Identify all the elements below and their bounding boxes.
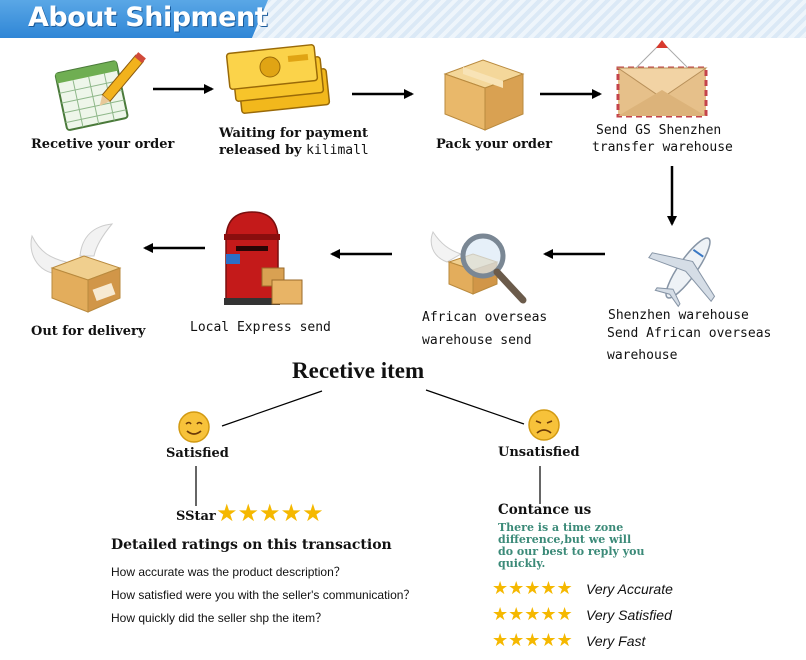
money-icon [225,44,331,114]
winged-box-icon [30,223,122,313]
question-accuracy: How accurate was the product description… [111,565,346,579]
time-zone-note: There is a time zone difference,but we w… [498,521,645,570]
question-shipping: How quickly did the seller shp the item？ [111,611,328,625]
step-local-express-label: Local Express send [190,320,331,335]
question-communication: How satisfied were you with the seller's… [111,588,416,602]
magnifier-box-icon [430,230,527,304]
step-payment-label-1: Waiting for payment [219,126,369,141]
step-shenzhen-label-2: Send African overseas [607,326,772,341]
step-shenzhen-label-3: warehouse [607,348,678,363]
sstar-stars: ★★★★★ [216,499,324,527]
rating-text-fast: Very Fast [586,633,646,649]
step-send-label-2: transfer warehouse [592,140,733,155]
rating-text-satisfied: Very Satisfied [586,607,672,623]
step-receive-order-label: Recetive your order [31,137,175,152]
airplane-icon [648,237,716,308]
contact-us-label: Contance us [498,502,592,518]
step-payment-label-2: released by kilimall [219,142,369,159]
postbox-icon [224,211,303,305]
banner-tab [0,0,268,38]
envelope-icon [616,40,708,118]
payment-kilimall: kilimall [306,143,369,158]
branch-right [425,389,525,425]
banner-title: About Shipment [28,2,268,33]
step-african-label-1: African overseas [422,310,548,325]
ratings-title: Detailed ratings on this transaction [111,537,392,553]
step-send-label-1: Send GS Shenzhen [596,123,722,138]
step-pack-label: Pack your order [436,137,553,152]
unsatisfied-label: Unsatisfied [498,445,580,460]
step-shenzhen-label-1: Shenzhen warehouse [608,308,749,323]
rating-stars-satisfied: ★★★★★ [492,604,573,625]
receive-item-title: Recetive item [292,358,425,383]
sad-face-icon [528,409,560,441]
step-out-delivery-label: Out for delivery [31,324,146,339]
payment-released-by: released by [219,143,302,158]
spreadsheet-pencil-icon [54,52,146,131]
box-icon [443,59,525,131]
sstar-label: SStar [176,509,216,524]
branch-left [221,390,323,427]
rating-stars-accurate: ★★★★★ [492,578,573,599]
rating-text-accurate: Very Accurate [586,581,673,597]
header-banner: About Shipment [0,0,806,38]
step-african-label-2: warehouse send [422,333,532,348]
satisfied-label: Satisfied [166,446,229,461]
rating-stars-fast: ★★★★★ [492,630,573,651]
smile-face-icon [178,411,210,443]
